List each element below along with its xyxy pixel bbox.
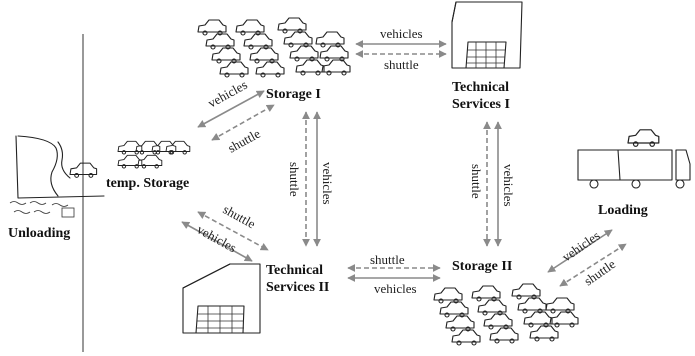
parking-lot-icon xyxy=(433,283,579,346)
ship-icon xyxy=(9,135,105,218)
node-technical-services-1-line2: Services I xyxy=(452,97,510,112)
node-temp-storage: temp. Storage xyxy=(106,176,189,191)
node-storage-2: Storage II xyxy=(452,259,512,274)
node-storage-1: Storage I xyxy=(266,87,321,102)
arrow-vehicles-ts-ts2 xyxy=(181,221,253,262)
arrow-shuttle-s2-load xyxy=(559,243,627,287)
building-icon xyxy=(182,263,261,334)
label-shuttle-ts2-s2: shuttle xyxy=(370,252,405,267)
label-vehicles-s1-ts1: vehicles xyxy=(380,26,423,41)
label-shuttle-ts1-s2: shuttle xyxy=(469,164,484,199)
label-vehicles-s1-ts2: vehicles xyxy=(320,162,335,205)
label-vehicles-ts-s1: vehicles xyxy=(205,77,250,111)
label-vehicles-s2-load: vehicles xyxy=(559,228,602,265)
building-icon xyxy=(451,1,523,69)
node-technical-services-2-line1: Technical xyxy=(266,263,323,278)
truck-icon xyxy=(577,129,691,189)
label-vehicles-ts-ts2: vehicles xyxy=(195,222,240,256)
arrow-shuttle-ts-s1 xyxy=(211,104,275,141)
node-technical-services-1-line1: Technical xyxy=(452,80,509,95)
label-shuttle-ts-ts2: shuttle xyxy=(221,202,259,232)
parking-lot-icon xyxy=(197,17,351,78)
label-vehicles-ts2-s2: vehicles xyxy=(374,281,417,296)
node-unloading: Unloading xyxy=(8,226,70,241)
label-shuttle-s1-ts1: shuttle xyxy=(384,57,419,72)
car-icon xyxy=(117,140,191,169)
label-shuttle-s1-ts2: shuttle xyxy=(287,162,302,197)
node-loading: Loading xyxy=(598,203,648,218)
arrow-shuttle-ts-ts2 xyxy=(197,211,269,251)
label-vehicles-ts1-s2: vehicles xyxy=(501,164,516,207)
label-shuttle-s2-load: shuttle xyxy=(581,256,618,288)
node-technical-services-2-line2: Services II xyxy=(266,280,329,295)
label-shuttle-ts-s1: shuttle xyxy=(225,126,263,156)
